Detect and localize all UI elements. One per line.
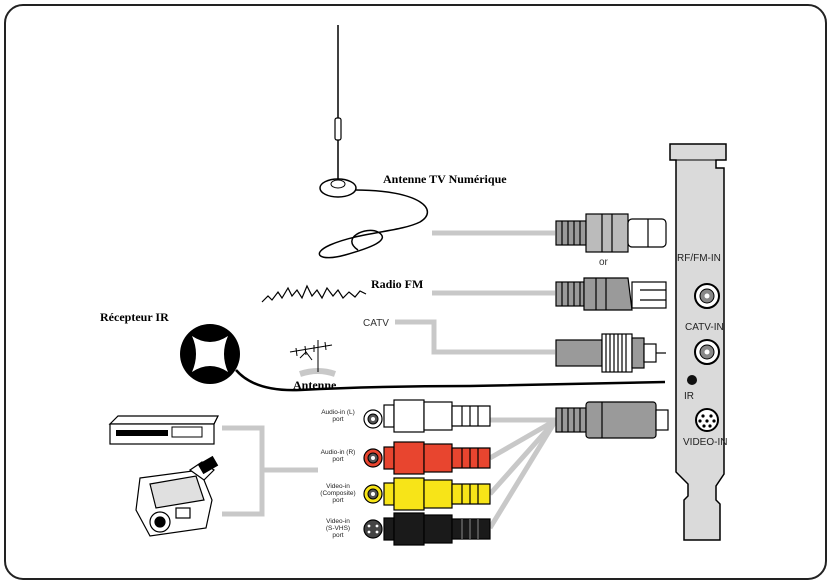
audio-left-port-label: Audio-in (L) port [321,409,355,423]
rca-plug-yellow [383,477,491,511]
video-svhs-port-label: Video-in (S-VHS) port [325,518,351,539]
audio-right-port-label: Audio-in (R) port [320,449,356,463]
rf-fm-in-label: RF/FM-IN [677,253,721,264]
video-composite-jack [363,484,383,504]
fm-plug [555,277,667,311]
camcorder-device [135,455,219,537]
video-in-port [695,408,719,432]
audio-left-jack [363,409,383,429]
catv-in-port [694,339,720,365]
rca-plug-red [383,441,491,475]
or-label: or [599,257,608,268]
catv-label: CATV [363,318,389,329]
digital-tv-antenna [318,25,429,259]
ir-receiver [180,324,666,392]
rf-fm-in-port [694,283,720,309]
video-in-label: VIDEO-IN [683,437,728,448]
catv-roof-antenna [289,340,333,372]
video-composite-port-label: Video-in (Composite) port [320,483,356,504]
ir-receiver-label: Récepteur IR [100,310,169,324]
fm-radio-label: Radio FM [371,277,424,291]
catv-in-label: CATV-IN [685,322,724,333]
rf-tv-plug [555,213,667,253]
video-svhs-jack [363,519,383,539]
tv-tuner-card-bracket [669,143,727,541]
rca-plug-white [383,399,491,433]
vcr-device [108,415,219,445]
fm-wire-antenna [261,284,367,303]
catv-plug [555,333,666,373]
audio-right-jack [363,448,383,468]
antenna-label: Antenne [293,378,337,392]
svideo-card-plug [555,401,669,439]
svideo-plug-black [383,512,491,546]
ir-port [687,375,697,385]
ir-label: IR [684,391,694,402]
digital-tv-antenna-label: Antenne TV Numérique [383,172,507,186]
